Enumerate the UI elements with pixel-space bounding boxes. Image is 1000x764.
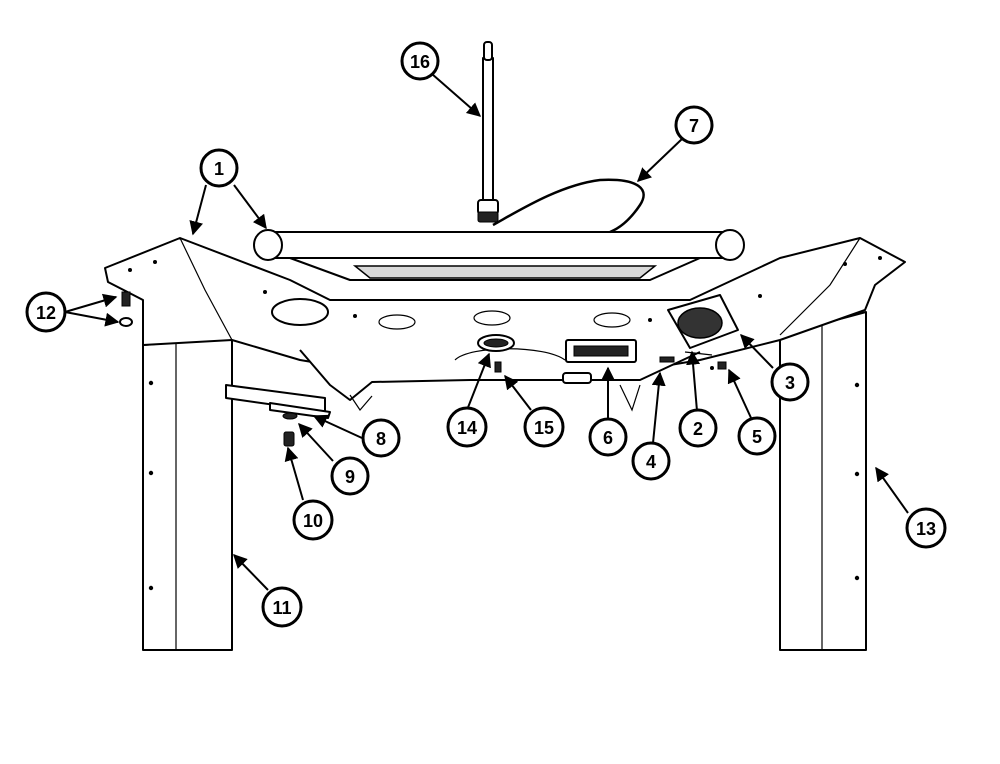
- callout-6-label: 6: [603, 428, 613, 448]
- callout-12: 12: [25, 291, 67, 333]
- hardware: [119, 291, 727, 447]
- callout-16: 16: [400, 41, 440, 81]
- callout-8-label: 8: [376, 429, 386, 449]
- callout-16-label: 16: [410, 52, 430, 72]
- callout-3-label: 3: [785, 373, 795, 393]
- callout-2: 2: [678, 408, 718, 448]
- callout-11: 11: [261, 586, 303, 628]
- callout-13: 13: [905, 507, 947, 549]
- leader-lines: [64, 73, 909, 591]
- callout-4-label: 4: [646, 452, 656, 472]
- callout-14-label: 14: [457, 418, 477, 438]
- radio: [562, 339, 637, 384]
- callout-5: 5: [737, 416, 777, 456]
- speaker: [667, 294, 739, 349]
- callout-9-label: 9: [345, 467, 355, 487]
- callout-5-label: 5: [752, 427, 762, 447]
- screw: [494, 361, 502, 373]
- callout-8: 8: [361, 418, 401, 458]
- left-post: [142, 337, 233, 651]
- callout-15-label: 15: [534, 418, 554, 438]
- callout-9: 9: [330, 456, 370, 496]
- callout-15: 15: [523, 406, 565, 448]
- antenna-cable: [492, 178, 645, 234]
- antenna: [477, 41, 499, 223]
- callout-1-label: 1: [214, 159, 224, 179]
- callout-14: 14: [446, 406, 488, 448]
- callout-7: 7: [674, 105, 714, 145]
- right-post: [779, 311, 867, 651]
- callout-4: 4: [631, 441, 671, 481]
- dome-lamp: [477, 334, 515, 352]
- callout-6: 6: [588, 417, 628, 457]
- callout-11-label: 11: [272, 598, 291, 618]
- light-bar: [253, 229, 745, 281]
- callout-12-label: 12: [36, 303, 56, 323]
- callout-2-label: 2: [693, 419, 703, 439]
- callout-10: 10: [292, 499, 334, 541]
- callout-1: 1: [199, 148, 239, 188]
- callout-3: 3: [770, 362, 810, 402]
- mounting-bracket: [225, 384, 331, 419]
- callout-13-label: 13: [916, 519, 936, 539]
- callout-10-label: 10: [303, 511, 323, 531]
- callout-7-label: 7: [689, 116, 699, 136]
